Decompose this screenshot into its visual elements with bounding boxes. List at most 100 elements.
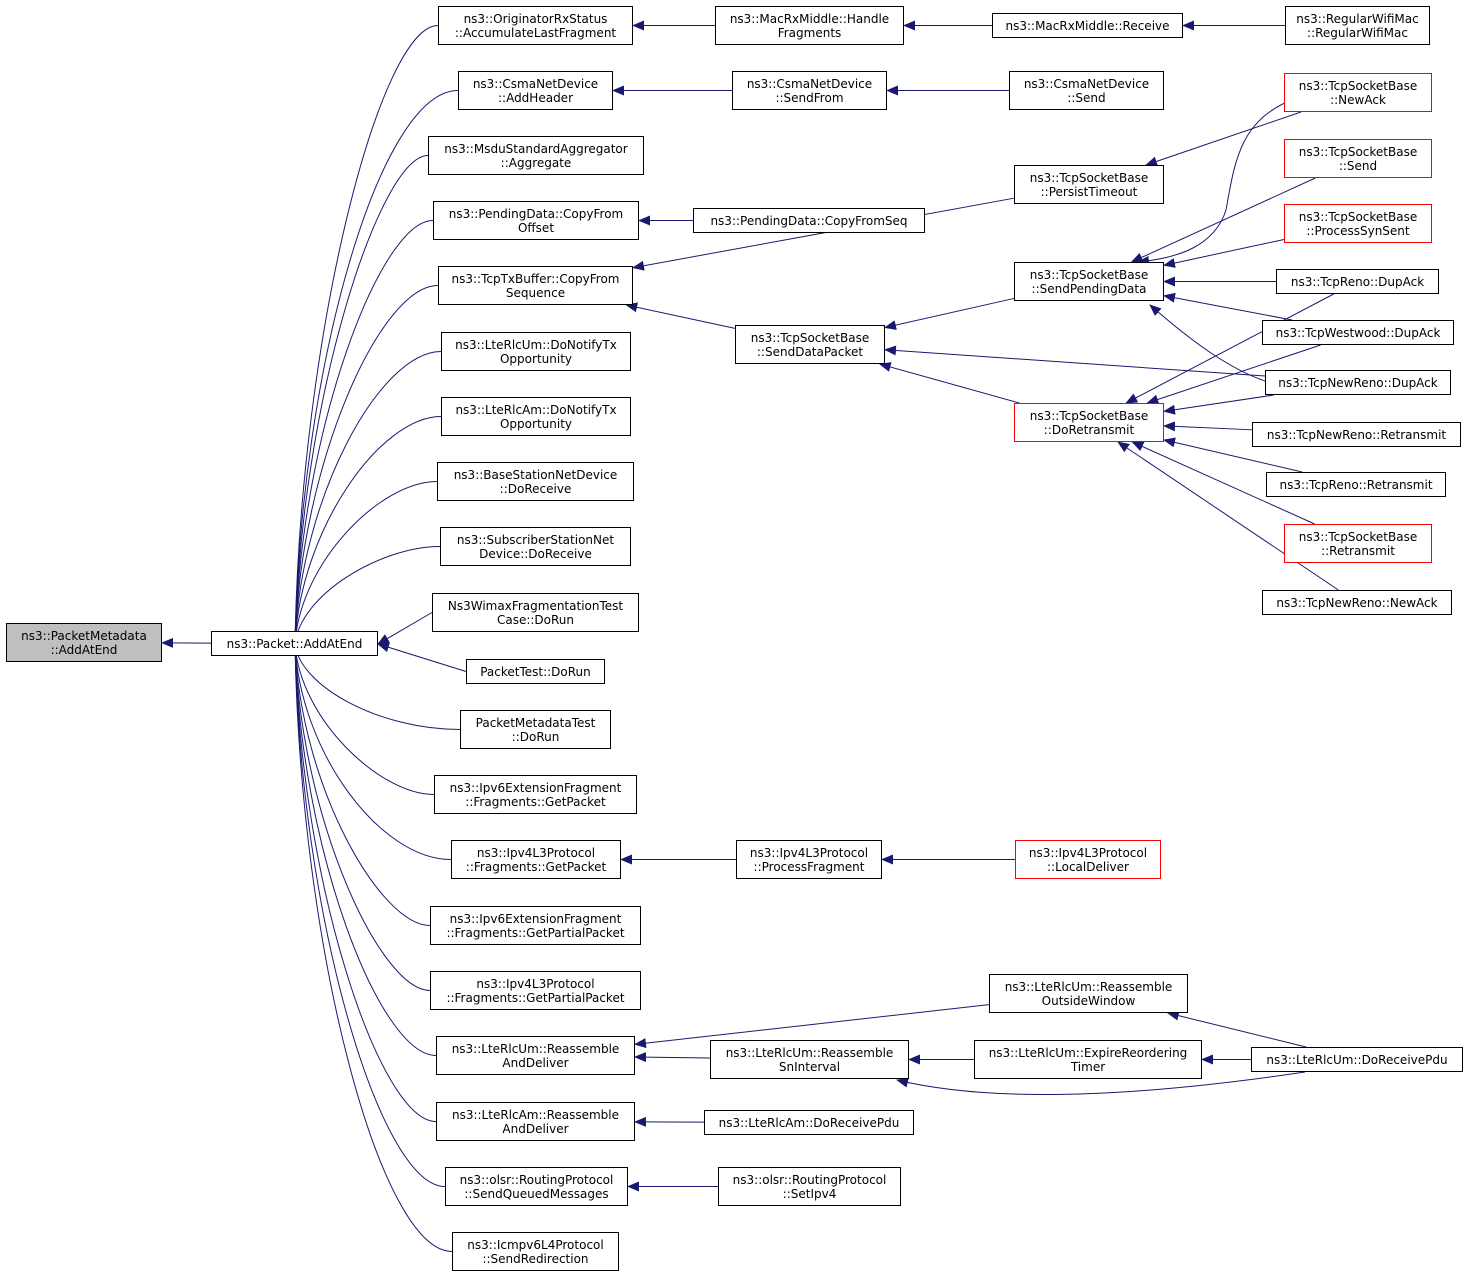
node-regwifi[interactable]: ns3::RegularWifiMac::RegularWifiMac — [1285, 6, 1430, 45]
node-reno-dupack[interactable]: ns3::TcpReno::DupAck — [1276, 269, 1439, 294]
edge-reno_dupack-to-tcp_doretx — [1125, 293, 1334, 404]
node-label-line: ::AddAtEnd — [50, 642, 118, 657]
node-label-line: ::LocalDeliver — [1047, 859, 1129, 874]
node-tcp-retx[interactable]: ns3::TcpSocketBase::Retransmit — [1284, 524, 1432, 563]
node-label-line: Sequence — [505, 285, 566, 300]
node-label-line: Offset — [517, 220, 555, 235]
node-label-line: ::Fragments::GetPartialPacket — [446, 990, 625, 1005]
node-label-line: ns3::LteRlcAm::Reassemble — [451, 1107, 620, 1122]
node-label-line: ns3::LteRlcUm::Reassemble — [451, 1041, 620, 1056]
node-label-line: PacketMetadataTest — [475, 715, 596, 730]
node-orig-acc[interactable]: ns3::OriginatorRxStatus::AccumulateLastF… — [438, 6, 633, 45]
node-label-line: Fragments — [777, 25, 842, 40]
node-label-line: ns3::TcpNewReno::DupAck — [1278, 375, 1438, 390]
node-lteam-drp[interactable]: ns3::LteRlcAm::DoReceivePdu — [704, 1110, 914, 1135]
node-ipv6-getpp[interactable]: ns3::Ipv6ExtensionFragment::Fragments::G… — [430, 906, 641, 945]
node-label-line: ns3::MacRxMiddle::Receive — [1005, 18, 1170, 33]
node-label-line: ::Fragments::GetPacket — [465, 794, 606, 809]
node-msdu-agg[interactable]: ns3::MsduStandardAggregator::Aggregate — [428, 136, 644, 175]
node-label-line: ns3::Ipv6ExtensionFragment — [449, 780, 622, 795]
node-westwood-dupack[interactable]: ns3::TcpWestwood::DupAck — [1262, 320, 1454, 345]
node-bs-dorecv[interactable]: ns3::BaseStationNetDevice::DoReceive — [437, 462, 634, 501]
node-label-line: ::SendQueuedMessages — [464, 1186, 609, 1201]
node-icmpv6-sr[interactable]: ns3::Icmpv6L4Protocol::SendRedirection — [452, 1232, 619, 1271]
edge-ipv4_getpp-to-packet_add — [290, 643, 431, 991]
node-tcp-persist[interactable]: ns3::TcpSocketBase::PersistTimeout — [1014, 165, 1164, 204]
node-ipv4-procfrag[interactable]: ns3::Ipv4L3Protocol::ProcessFragment — [736, 840, 882, 879]
node-packet-add[interactable]: ns3::Packet::AddAtEnd — [211, 631, 378, 656]
node-tcp-sdp[interactable]: ns3::TcpSocketBase::SendDataPacket — [735, 325, 885, 364]
node-pend-cfseq[interactable]: ns3::PendingData::CopyFromSeq — [693, 208, 925, 233]
node-pmdtest[interactable]: PacketMetadataTest::DoRun — [460, 710, 611, 749]
node-label-line: Opportunity — [499, 416, 572, 431]
node-label-line: ns3::olsr::RoutingProtocol — [732, 1172, 887, 1187]
node-label-line: ::SendPendingData — [1031, 281, 1147, 296]
node-csma-sendfrom[interactable]: ns3::CsmaNetDevice::SendFrom — [732, 71, 887, 110]
node-label-line: ns3::PendingData::CopyFrom — [448, 206, 624, 221]
node-newreno-dupack[interactable]: ns3::TcpNewReno::DupAck — [1265, 370, 1451, 395]
node-olsr-setipv4[interactable]: ns3::olsr::RoutingProtocol::SetIpv4 — [718, 1167, 901, 1206]
node-lteum-drp[interactable]: ns3::LteRlcUm::DoReceivePdu — [1251, 1047, 1463, 1072]
node-reno-retx[interactable]: ns3::TcpReno::Retransmit — [1266, 472, 1446, 497]
node-label-line: ns3::TcpSocketBase — [1298, 144, 1418, 159]
node-label-line: ns3::TcpSocketBase — [1029, 170, 1149, 185]
node-csma-send[interactable]: ns3::CsmaNetDevice::Send — [1009, 71, 1164, 110]
node-ipv4-getp[interactable]: ns3::Ipv4L3Protocol::Fragments::GetPacke… — [451, 840, 621, 879]
edge-newreno_dupack-to-tcp_sdp — [884, 345, 1266, 377]
edge-ss_dorecv-to-packet_add — [291, 546, 441, 645]
node-label-line: ns3::LteRlcUm::DoNotifyTx — [455, 337, 617, 352]
node-tcp-newack[interactable]: ns3::TcpSocketBase::NewAck — [1284, 73, 1432, 112]
node-root: ns3::PacketMetadata::AddAtEnd — [6, 623, 162, 662]
edge-ipv6_getp-to-packet_add — [290, 643, 435, 795]
node-label-line: ns3::TcpSocketBase — [1029, 267, 1149, 282]
node-label-line: ::Fragments::GetPacket — [465, 859, 607, 874]
node-macrx-recv[interactable]: ns3::MacRxMiddle::Receive — [992, 13, 1183, 38]
edge-lteum_row-to-lteum_rad — [634, 1004, 990, 1049]
node-tcp-pss[interactable]: ns3::TcpSocketBase::ProcessSynSent — [1284, 204, 1432, 243]
node-olsr-sqm[interactable]: ns3::olsr::RoutingProtocol::SendQueuedMe… — [445, 1167, 628, 1206]
edge-lteum_drp-to-lteum_row — [1166, 1010, 1307, 1048]
node-label-line: ::SendDataPacket — [756, 344, 864, 359]
node-tcp-spd[interactable]: ns3::TcpSocketBase::SendPendingData — [1014, 262, 1164, 301]
node-label-line: ns3::BaseStationNetDevice — [453, 467, 618, 482]
node-newreno-newack[interactable]: ns3::TcpNewReno::NewAck — [1262, 590, 1452, 615]
node-label-line: ns3::LteRlcUm::Reassemble — [725, 1045, 894, 1060]
node-ipv4-localdel[interactable]: ns3::Ipv4L3Protocol::LocalDeliver — [1015, 840, 1161, 879]
node-tcp-send[interactable]: ns3::TcpSocketBase::Send — [1284, 139, 1432, 178]
node-label-line: ns3::MacRxMiddle::Handle — [729, 11, 890, 26]
edge-ipv6_getpp-to-packet_add — [290, 643, 431, 926]
node-packettest[interactable]: PacketTest::DoRun — [466, 659, 605, 684]
edge-lteum_dnt-to-packet_add — [290, 351, 442, 645]
edge-westwood_dupack-to-tcp_spd — [1163, 292, 1293, 321]
node-label-line: ns3::Ipv6ExtensionFragment — [449, 911, 622, 926]
node-csma-addh[interactable]: ns3::CsmaNetDevice::AddHeader — [458, 71, 613, 110]
edge-tcp_retx-to-tcp_doretx — [1131, 441, 1315, 525]
node-tcp-doretx[interactable]: ns3::TcpSocketBase::DoRetransmit — [1014, 403, 1164, 442]
node-label-line: ns3::TcpNewReno::Retransmit — [1266, 427, 1447, 442]
node-label-line: ::DoReceive — [499, 481, 572, 496]
node-label-line: ns3::LteRlcAm::DoReceivePdu — [718, 1115, 900, 1130]
edge-tcptx_cfs-to-packet_add — [290, 285, 439, 645]
node-ipv4-getpp[interactable]: ns3::Ipv4L3Protocol::Fragments::GetParti… — [430, 971, 641, 1010]
edge-tcp_pss-to-tcp_spd — [1163, 238, 1285, 268]
edge-newreno_retx-to-tcp_doretx — [1163, 421, 1253, 432]
node-label-line: ns3::CsmaNetDevice — [472, 76, 599, 91]
node-label-line: ns3::MsduStandardAggregator — [444, 141, 628, 156]
node-label-line: ns3::Ipv4L3Protocol — [1028, 845, 1148, 860]
edge-pend_cfo-to-packet_add — [290, 220, 434, 645]
node-label-line: ns3::LteRlcAm::DoNotifyTx — [455, 402, 617, 417]
node-ipv6-getp[interactable]: ns3::Ipv6ExtensionFragment::Fragments::G… — [434, 775, 637, 814]
node-newreno-retx[interactable]: ns3::TcpNewReno::Retransmit — [1252, 422, 1461, 447]
